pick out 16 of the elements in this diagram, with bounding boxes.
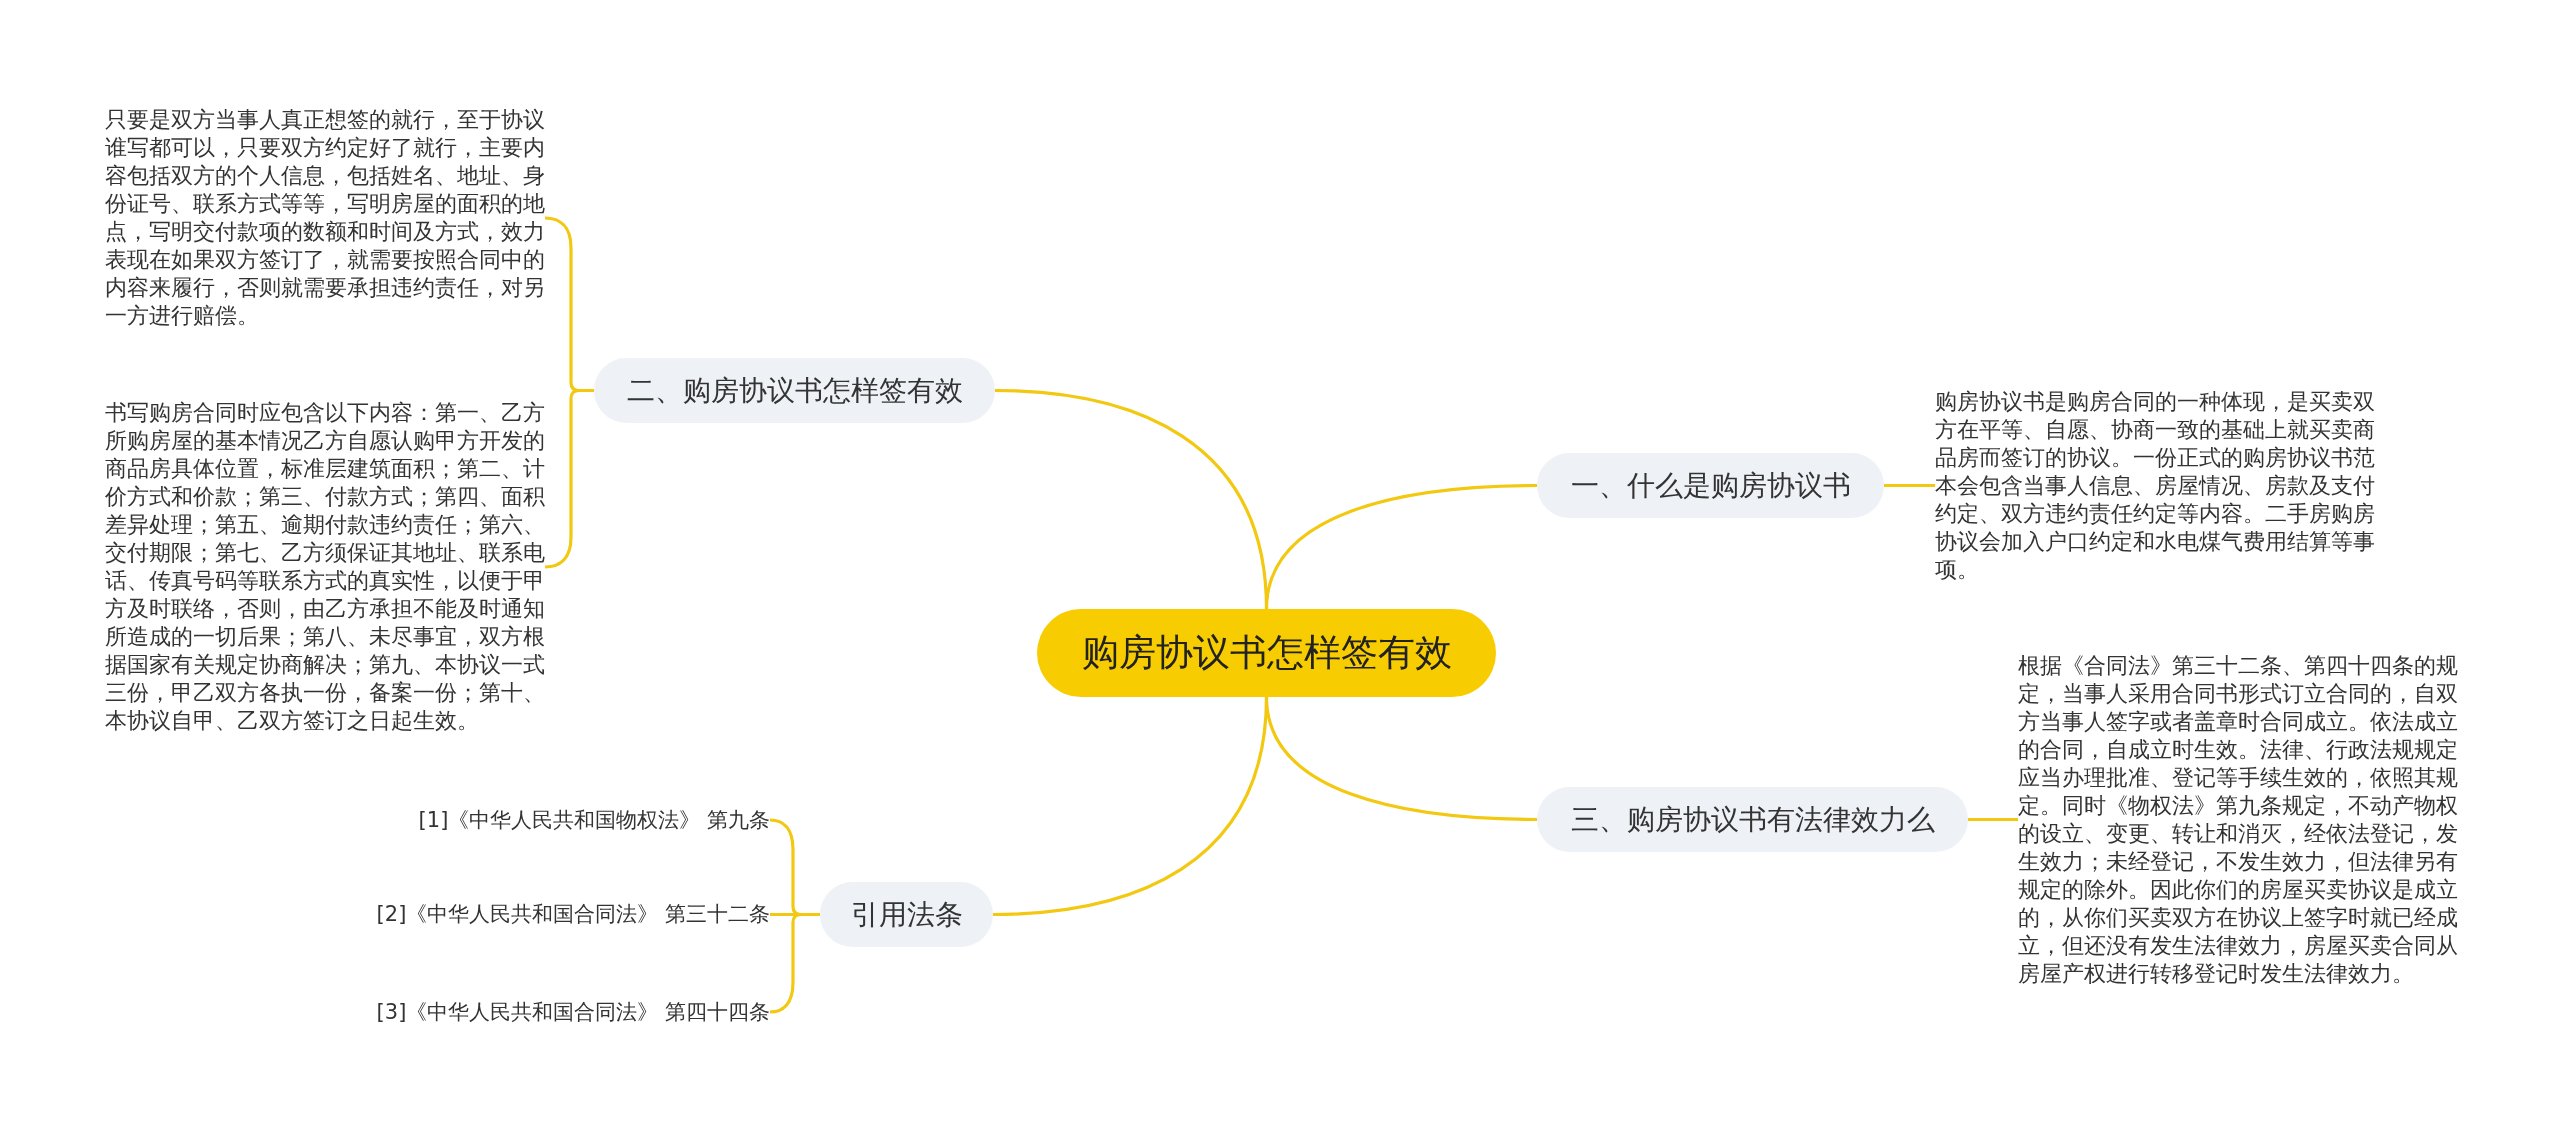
note-text: 只要是双方当事人真正想签的就行，至于协议谁写都可以，只要双方约定好了就行，主要内容包括双方的个人信息，包括姓名、地址、身份证号、联系方式等等，写明房屋的面积的地点，写明交付款项的数额和时间及方式，效力表现在如果双方签订了，就需要按照合同中的内容来履行，否则就需要承担违约责任，对另一方进行赔偿。 (105, 106, 545, 330)
citation-text: [3]《中华人民共和国合同法》 第四十四条 (376, 998, 770, 1026)
note-text: 书写购房合同时应包含以下内容：第一、乙方所购房屋的基本情况乙方自愿认购甲方开发的商品房具体位置，标准层建筑面积；第二、计价方式和价款；第三、付款方式；第四、面积差异处理；第五、逾期付款违约责任；第六、交付期限；第七、乙方须保证其地址、联系电话、传真号码等联系方式的真实性，以便于甲方及时联络，否则，由乙方承担不能及时通知所造成的一切后果；第八、未尽事宜，双方根据国家有关规定协商解决；第九、本协议一式三份，甲乙双方各执一份，备案一份；第十、本协议自甲、乙双方签订之日起生效。 (105, 399, 545, 735)
connector-line (1884, 483, 1935, 488)
citation-text: [1]《中华人民共和国物权法》 第九条 (418, 806, 770, 834)
connector-line (994, 388, 1269, 610)
note-text: 购房协议书是购房合同的一种体现，是买卖双方在平等、自愿、协商一致的基础上就买卖商品房而签订的协议。一份正式的购房协议书范本会包含当事人信息、房屋情况、房款及支付约定、双方违约责任约定等内容。二手房购房协议会加入户口约定和水电煤气费用结算等事项。 (1935, 388, 2375, 584)
citation-text: [2]《中华人民共和国合同法》 第三十二条 (376, 900, 770, 928)
topic-box: 三、购房协议书有法律效力么 (1537, 787, 1968, 852)
note-text: 根据《合同法》第三十二条、第四十四条的规定，当事人采用合同书形式订立合同的，自双方当事人签字或者盖章时合同成立。依法成立的合同，自成立时生效。法律、行政法规规定应当办理批准、登记等手续生效的，依照其规定。同时《物权法》第九条规定，不动产物权的设立、变更、转让和消灭，经依法登记，发生效力；未经登记，不发生效力，但法律另有规定的除外。因此你们的房屋买卖协议是成立的，从你们买卖双方在协议上签字时就已经成立，但还没有发生法律效力，房屋买卖合同从房屋产权进行转移登记时发生法律效力。 (2018, 652, 2458, 988)
topic-box: 二、购房协议书怎样签有效 (594, 358, 995, 423)
connector-line (992, 696, 1269, 917)
topic-box: 引用法条 (820, 882, 993, 947)
topic-box: 一、什么是购房协议书 (1537, 453, 1884, 518)
connector-line (1968, 817, 2018, 822)
central-topic-box: 购房协议书怎样签有效 (1037, 609, 1496, 697)
